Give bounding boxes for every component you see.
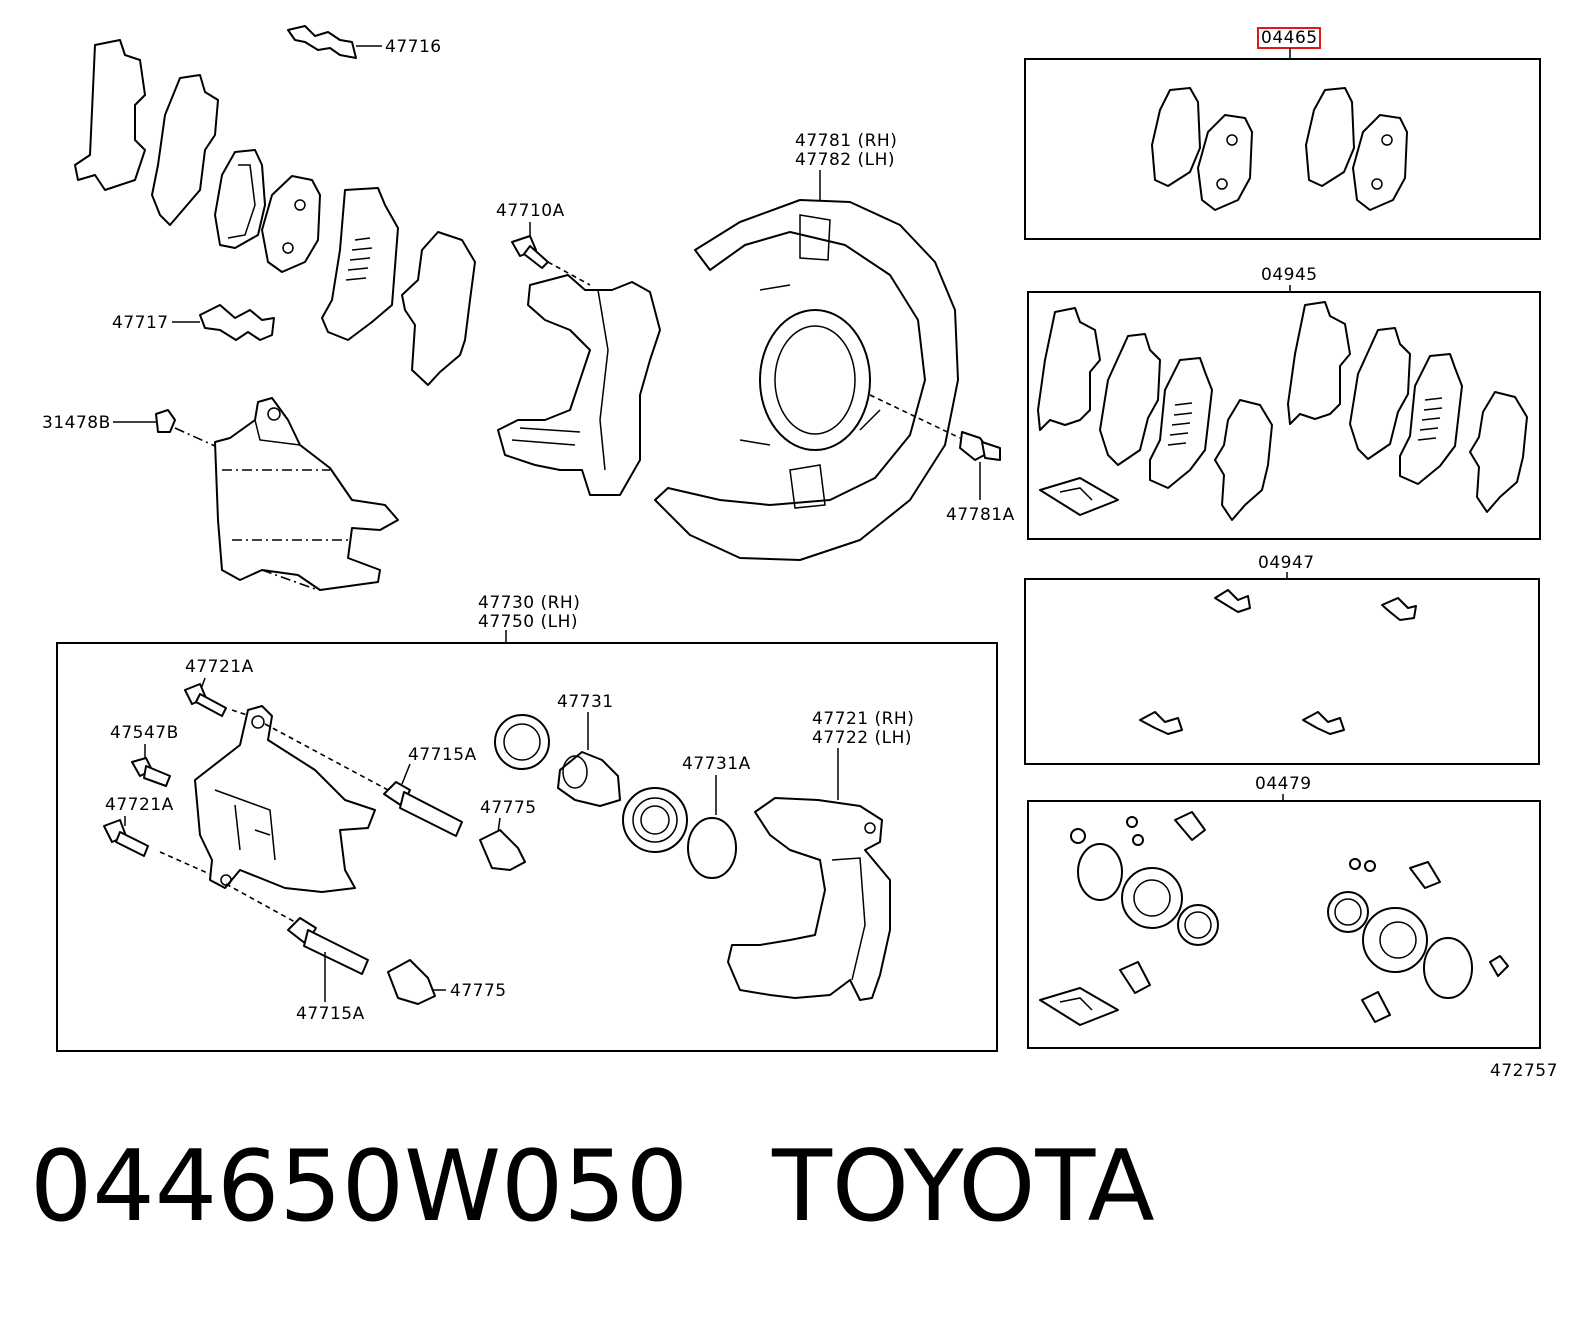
torque-plate-bolt-icon[interactable] [511, 235, 549, 269]
label-47715a-top: 47715A [408, 745, 477, 765]
label-47782-lh: 47782 (LH) [795, 150, 895, 170]
bolt-47721a-top-icon[interactable] [184, 683, 227, 717]
caption-part-number: 044650W050 [30, 1130, 689, 1244]
kit-box-04479 [1027, 800, 1541, 1049]
disc-brake-dust-cover[interactable] [654, 199, 959, 561]
slide-pin-bottom-icon[interactable] [287, 917, 369, 975]
highlight-04465 [1257, 27, 1321, 49]
anti-squeal-shim-slotted[interactable] [321, 187, 399, 341]
diagram-id: 472757 [1490, 1061, 1558, 1081]
label-47781a: 47781A [946, 505, 1015, 525]
label-47750-lh: 47750 (LH) [478, 612, 578, 632]
pad-support-plate-bottom-icon[interactable] [172, 304, 275, 341]
label-47716: 47716 [385, 37, 442, 57]
caliper-assembly-box [56, 642, 998, 1052]
caption-brand: TOYOTA [772, 1130, 1155, 1244]
bolt-47721a-mid-icon[interactable] [103, 819, 149, 857]
slide-bushing-boot-top-icon[interactable] [479, 829, 526, 871]
slide-bushing-boot-bottom-icon[interactable] [387, 959, 436, 1005]
label-kit-04947[interactable]: 04947 [1258, 553, 1315, 573]
label-47731a: 47731A [682, 754, 751, 774]
kit-box-04945 [1027, 291, 1541, 540]
pad-kit-04465-pads[interactable] [1151, 87, 1408, 211]
label-kit-04479[interactable]: 04479 [1255, 774, 1312, 794]
label-47781-rh: 47781 (RH) [795, 131, 897, 151]
label-47721a-top: 47721A [185, 657, 254, 677]
label-47722-lh: 47722 (LH) [812, 728, 912, 748]
anti-squeal-shim-rear[interactable] [401, 231, 476, 386]
label-kit-04465[interactable]: 04465 [1261, 28, 1318, 48]
grease-packet-04479-icon[interactable] [1039, 987, 1119, 1026]
label-47775-bottom: 47775 [450, 981, 507, 1001]
grease-packet-04945-icon[interactable] [1039, 477, 1119, 516]
brake-pad-inner[interactable] [261, 175, 321, 273]
label-47715a-bottom: 47715A [296, 1004, 365, 1024]
shim-kit-04945-shims[interactable] [1037, 301, 1528, 521]
slide-pin-top-icon[interactable] [383, 781, 463, 837]
piston-seal-icon[interactable] [622, 787, 688, 853]
label-47731: 47731 [557, 692, 614, 712]
brake-pad-outer[interactable] [214, 149, 266, 249]
support-plate-kit-04947-clips[interactable] [1139, 589, 1417, 735]
anti-squeal-shim-inner[interactable] [151, 74, 219, 226]
caliper-cylinder-body[interactable] [194, 705, 376, 893]
caliper-cylinder-assembly[interactable] [214, 397, 399, 591]
label-47717: 47717 [112, 313, 169, 333]
dust-cover-bolt-icon[interactable] [959, 431, 1001, 461]
label-47721a-mid: 47721A [105, 795, 174, 815]
disc-brake-cylinder-mounting[interactable] [497, 274, 661, 496]
kit-box-04465 [1024, 58, 1541, 240]
label-47547b: 47547B [110, 723, 179, 743]
piston-icon[interactable] [557, 751, 621, 807]
kit-box-04947 [1024, 578, 1540, 765]
bleeder-plug-icon[interactable] [131, 757, 171, 787]
label-31478b: 31478B [42, 413, 111, 433]
piston-seal-ring-icon[interactable] [687, 817, 737, 879]
caliper-mounting-bracket[interactable] [727, 797, 891, 1001]
cylinder-boot-icon[interactable] [494, 714, 550, 770]
label-47730-rh: 47730 (RH) [478, 593, 580, 613]
cylinder-kit-04479-parts[interactable] [1070, 811, 1509, 1023]
anti-squeal-shim-outer[interactable] [74, 39, 146, 191]
label-kit-04945[interactable]: 04945 [1261, 265, 1318, 285]
label-47710a: 47710A [496, 201, 565, 221]
label-47721-rh: 47721 (RH) [812, 709, 914, 729]
label-47775-top: 47775 [480, 798, 537, 818]
bleeder-cap-icon[interactable] [113, 409, 176, 433]
pad-support-plate-top-icon[interactable] [287, 25, 382, 59]
